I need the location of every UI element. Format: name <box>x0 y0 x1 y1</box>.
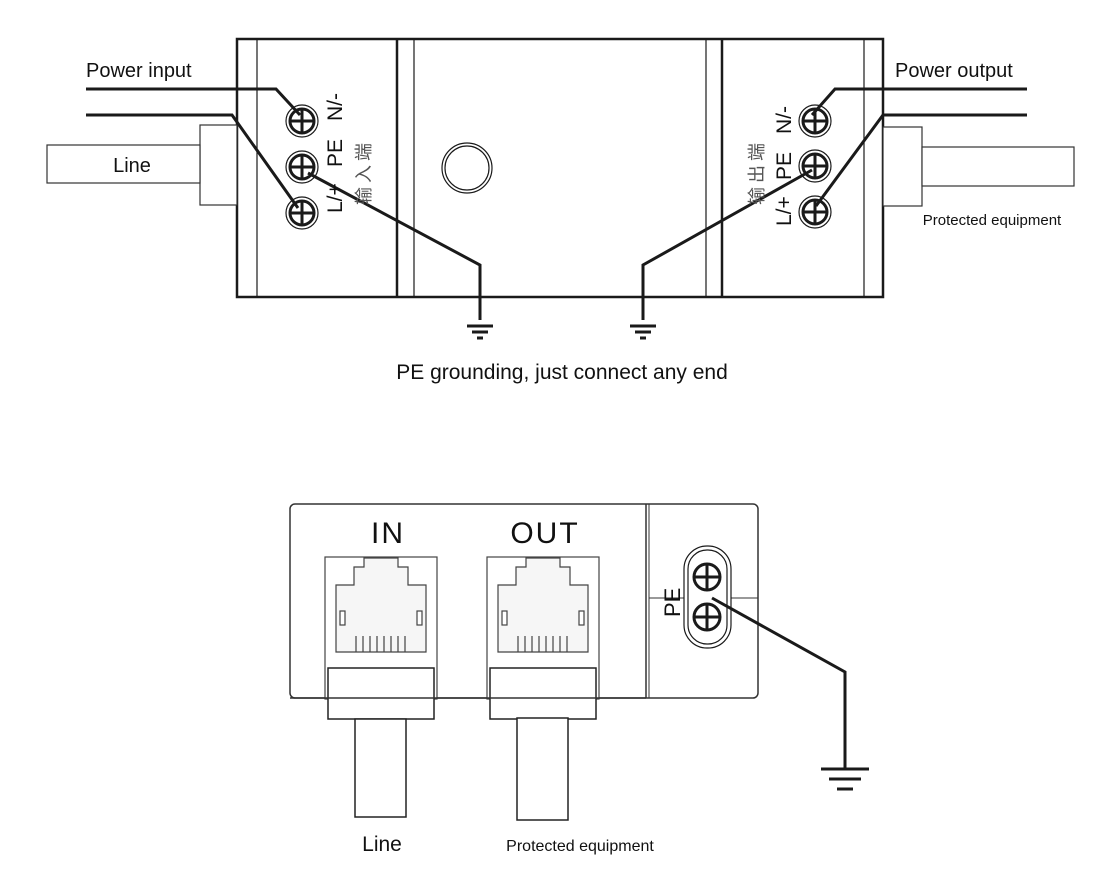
output-wire-l <box>814 113 1027 207</box>
protected-cable <box>882 126 1075 207</box>
output-cjk-label: 输出端 <box>747 139 768 205</box>
input-cjk-label: 输入端 <box>354 139 375 205</box>
protected-cable-body <box>921 146 1075 187</box>
pe-ground-wire <box>711 596 847 768</box>
terminal-label-n: N/- <box>773 106 796 134</box>
screw-terminal-icon <box>285 196 319 230</box>
bottom-line-label: Line <box>362 833 402 856</box>
input-wire-l <box>86 113 300 209</box>
input-terminal-labels: L/+ PE N/- <box>324 93 347 213</box>
indicator-light <box>441 142 493 194</box>
power-output-label: Power output <box>895 60 1013 82</box>
input-terminal-block <box>285 104 319 230</box>
out-plug-body <box>489 667 597 720</box>
ground-icon <box>821 767 869 791</box>
in-cable <box>354 718 407 818</box>
output-terminal-labels: L/+ PE N/- <box>773 106 796 226</box>
screw-terminal-icon <box>285 150 319 184</box>
in-port-label: IN <box>371 517 405 550</box>
pe-terminal-icon <box>683 545 732 649</box>
pe-label: PE <box>660 588 685 617</box>
out-cable <box>516 717 569 821</box>
power-input-label: Power input <box>86 60 192 82</box>
screw-terminal-icon <box>798 195 832 229</box>
out-plug <box>489 667 597 821</box>
input-wires <box>86 87 482 320</box>
input-cjk-label-group: 输入端 <box>354 139 375 205</box>
terminal-label-l: L/+ <box>324 183 347 213</box>
line-cable-boot <box>199 124 238 206</box>
grounding-note: PE grounding, just connect any end <box>396 361 728 384</box>
output-wires <box>641 87 1027 320</box>
terminal-label-n: N/- <box>324 93 347 121</box>
screw-terminal-icon <box>798 149 832 183</box>
bottom-protected-equipment-label: Protected equipment <box>506 838 654 855</box>
input-wire-pe <box>307 171 482 320</box>
terminal-label-pe: PE <box>773 152 796 180</box>
out-port-label: OUT <box>510 517 579 550</box>
indicator-light-inner <box>444 145 490 191</box>
terminal-label-pe: PE <box>324 139 347 167</box>
protected-cable-boot <box>882 126 923 207</box>
output-terminal-block <box>798 104 832 229</box>
ground-icon <box>467 324 493 340</box>
screw-terminal-icon <box>798 104 832 138</box>
output-wire-n <box>810 87 1027 116</box>
protected-equipment-label: Protected equipment <box>923 212 1062 229</box>
in-plug <box>327 667 435 818</box>
screw-terminal-icon <box>285 104 319 138</box>
in-plug-body <box>327 667 435 720</box>
line-cable-body <box>46 144 201 184</box>
output-cjk-label-group: 输出端 <box>747 139 768 205</box>
line-cable <box>46 124 238 206</box>
line-label: Line <box>113 155 151 177</box>
output-wire-pe <box>641 168 813 320</box>
terminal-label-l: L/+ <box>773 196 796 226</box>
ground-icon <box>630 324 656 340</box>
input-wire-n <box>86 87 302 117</box>
pe-label-group: PE <box>660 588 685 617</box>
